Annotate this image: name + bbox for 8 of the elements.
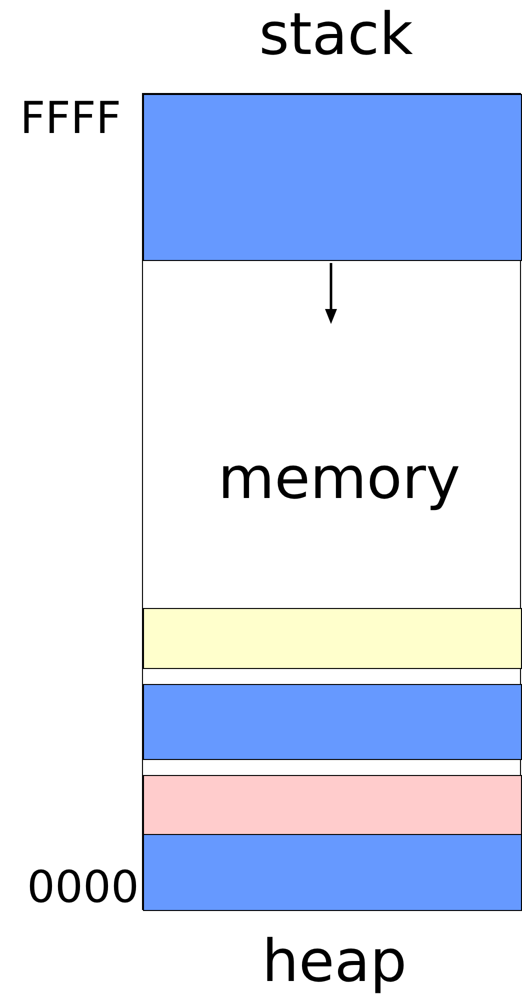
region-label: memory (218, 444, 460, 512)
address-label: FFFF (20, 93, 122, 144)
memory-segment (143, 684, 522, 760)
segment-heading: stack (259, 0, 413, 68)
address-label: 0000 (27, 862, 139, 913)
memory-segment (143, 775, 522, 835)
segment-heading: heap (262, 927, 407, 994)
memory-segment (143, 608, 522, 669)
